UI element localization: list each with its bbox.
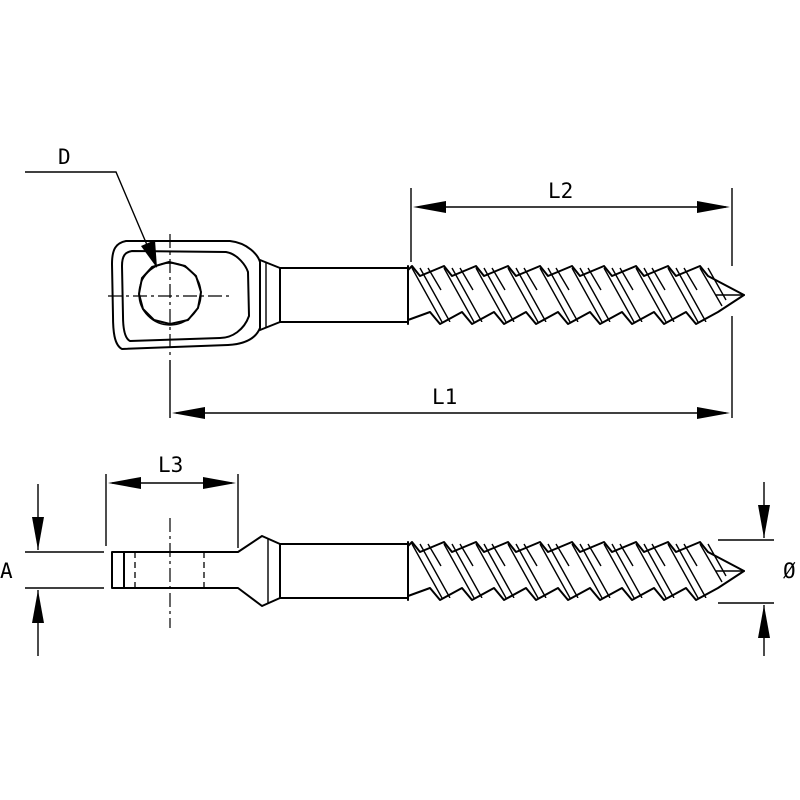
label-l2: L2 — [548, 179, 573, 203]
thread-crest-bottom — [407, 541, 745, 572]
top-view: D L2 L1 — [25, 145, 745, 419]
eye-inner-contour — [121, 250, 250, 342]
shank-side — [279, 543, 409, 599]
eye-side-flat — [111, 535, 281, 607]
thread-root-bottom — [407, 570, 745, 601]
eye-outer-contour — [111, 240, 261, 350]
label-d: D — [58, 145, 71, 169]
label-l3: L3 — [158, 453, 183, 477]
dimension-l1: L1 — [169, 316, 733, 419]
dimension-a: A — [0, 484, 104, 656]
dimension-l2: L2 — [410, 179, 733, 266]
side-view: L3 A Ø — [0, 453, 796, 656]
thread-crest-top — [407, 265, 745, 296]
thread-body-bottom — [411, 543, 727, 598]
dimension-l3: L3 — [105, 453, 239, 548]
label-a: A — [0, 559, 13, 583]
collar — [259, 259, 281, 331]
thread-body-top — [411, 267, 727, 322]
dimension-diameter: Ø — [718, 482, 796, 656]
label-diameter: Ø — [783, 559, 796, 583]
label-l1: L1 — [432, 385, 457, 409]
thread-root-top — [407, 294, 745, 325]
dimension-d: D — [25, 145, 157, 268]
shank — [279, 267, 409, 323]
